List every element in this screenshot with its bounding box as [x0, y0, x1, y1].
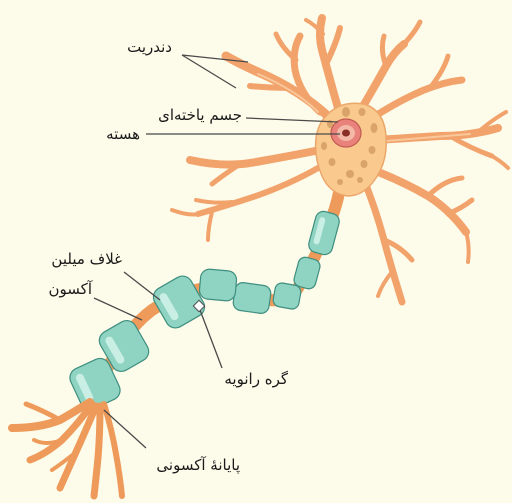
label-dendrite: دندریت: [127, 38, 172, 56]
dendrite-branch: [450, 136, 492, 156]
dendrite-branch: [190, 150, 320, 165]
dendrite-branch: [488, 154, 508, 168]
label-node-of-ranvier: گره رانویه: [224, 370, 288, 388]
dendrite-branch: [400, 22, 420, 48]
dendrite-branch: [198, 168, 318, 214]
cell-body: [316, 103, 387, 196]
terminal-branch: [34, 440, 62, 443]
label-nucleus: هسته: [106, 125, 140, 143]
axon-terminal: [12, 402, 122, 496]
terminal-branch: [94, 406, 100, 496]
leader-myelin: [124, 272, 160, 300]
dendrite-branch: [326, 28, 340, 64]
myelin-segment: [307, 210, 341, 257]
leader-node: [200, 310, 222, 368]
dendrite-branch: [466, 232, 469, 262]
myelin-segment: [199, 268, 237, 301]
nucleus: [331, 119, 361, 147]
dendrite-branch: [378, 272, 392, 296]
myelin-segment: [232, 282, 272, 315]
myelin-segment: [292, 256, 321, 291]
terminal-branch: [26, 404, 60, 420]
label-axon-terminal: پایانهٔ آکسونی: [156, 456, 240, 475]
dendrite-branch: [208, 212, 212, 240]
myelin-sheath: [67, 210, 341, 413]
label-myelin-sheath: غلاف میلین: [51, 250, 122, 268]
leader-axon: [94, 298, 142, 320]
dendrite-branch: [368, 168, 466, 232]
dendrite-branch: [382, 36, 386, 66]
dendrite-branch: [196, 200, 232, 203]
dendrite-branch: [428, 178, 462, 196]
dendrite-branch: [372, 80, 462, 118]
myelin-segment: [272, 282, 302, 310]
label-cell-body: جسم یاخته‌ای: [158, 106, 242, 124]
label-axon: آکسون: [49, 280, 93, 298]
dendrite-branch: [448, 200, 472, 214]
